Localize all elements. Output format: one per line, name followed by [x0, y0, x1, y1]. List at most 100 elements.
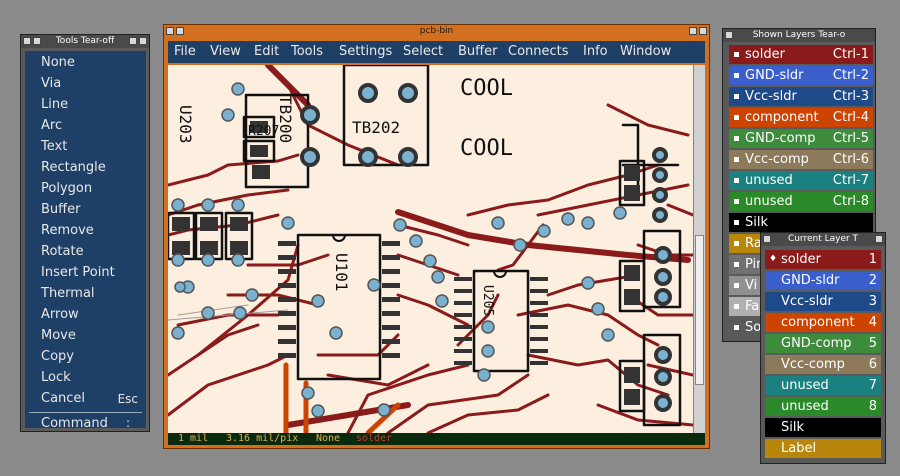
- menu-settings[interactable]: Settings: [339, 44, 393, 59]
- label-u101: U101: [332, 253, 351, 292]
- menu-view[interactable]: View: [210, 44, 241, 59]
- current-layer-unused[interactable]: unused 7: [765, 376, 881, 395]
- tool-item-buffer[interactable]: Buffer: [41, 202, 81, 217]
- maximize-icon[interactable]: [129, 37, 137, 45]
- current-layer-name: unused: [781, 399, 829, 414]
- current-layer-number: 6: [868, 357, 877, 372]
- layer-shortcut: Ctrl-3: [832, 89, 869, 104]
- current-layer-name: solder: [781, 252, 821, 267]
- layer-visible-icon: [734, 178, 739, 183]
- menu-select[interactable]: Select: [403, 44, 444, 59]
- pcb-canvas[interactable]: U203 TB202 TB200 R207 COOL COOL U101 U20…: [168, 65, 693, 433]
- layer-visible-icon: [734, 220, 739, 225]
- tool-item-line[interactable]: Line: [41, 97, 69, 112]
- main-window: pcb-bin File View Edit Tools Settings Select B…: [163, 24, 710, 449]
- layer-name: Vcc-sldr: [745, 89, 797, 104]
- layer-name: solder: [745, 47, 785, 62]
- pcb-drawing[interactable]: U203 TB202 TB200 R207 COOL COOL U101 U20…: [168, 65, 693, 433]
- current-layer-unused[interactable]: unused 8: [765, 397, 881, 416]
- tool-item-rectangle[interactable]: Rectangle: [41, 160, 106, 175]
- current-layer-silk[interactable]: Silk: [765, 418, 881, 437]
- close-icon[interactable]: [699, 27, 707, 35]
- tool-item-arrow[interactable]: Arrow: [41, 307, 79, 322]
- maximize-icon[interactable]: [689, 27, 697, 35]
- tool-item-arc[interactable]: Arc: [41, 118, 63, 133]
- tool-item-insert-point[interactable]: Insert Point: [41, 265, 115, 280]
- current-layer-number: 5: [868, 336, 877, 351]
- menu-buffer[interactable]: Buffer: [458, 44, 498, 59]
- close-icon[interactable]: [139, 37, 147, 45]
- tool-item-lock[interactable]: Lock: [41, 370, 71, 385]
- current-layer-titlebar[interactable]: Current Layer T: [761, 233, 885, 246]
- current-layer-gnd-comp[interactable]: GND-comp 5: [765, 334, 881, 353]
- layer-name: Ra: [745, 236, 762, 251]
- current-layer-number: 7: [868, 378, 877, 393]
- current-layer-label[interactable]: Label: [765, 439, 881, 458]
- tool-item-text[interactable]: Text: [41, 139, 68, 154]
- tool-item-command[interactable]: Command: [41, 416, 108, 431]
- tools-titlebar[interactable]: Tools Tear-off: [21, 35, 149, 48]
- tool-item-polygon[interactable]: Polygon: [41, 181, 93, 196]
- tool-item-via[interactable]: Via: [41, 76, 62, 91]
- window-menu-icon[interactable]: [166, 27, 174, 35]
- window-menu-icon[interactable]: [725, 31, 733, 39]
- current-layer-name: GND-sldr: [781, 273, 840, 288]
- menu-connects[interactable]: Connects: [508, 44, 569, 59]
- layer-name: component: [745, 110, 819, 125]
- vertical-scroll-thumb[interactable]: [695, 235, 704, 385]
- label-u203: U203: [176, 105, 195, 144]
- layer-visible-icon: [734, 199, 739, 204]
- window-menu-icon[interactable]: [763, 235, 771, 243]
- current-layer-name: component: [781, 315, 855, 330]
- tool-item-copy[interactable]: Copy: [41, 349, 74, 364]
- layer-toggle-silk[interactable]: Silk: [729, 213, 873, 232]
- layer-shortcut: Ctrl-8: [832, 194, 869, 209]
- tool-item-move[interactable]: Move: [41, 328, 76, 343]
- current-layer-name: GND-comp: [781, 336, 852, 351]
- layer-name: GND-sldr: [745, 68, 804, 83]
- layer-toggle-gnd-sldr[interactable]: GND-sldr Ctrl-2: [729, 66, 873, 85]
- current-layer-name: unused: [781, 378, 829, 393]
- tool-item-none[interactable]: None: [41, 55, 75, 70]
- layer-visible-icon: [734, 94, 739, 99]
- layer-name: Silk: [745, 215, 769, 230]
- tool-item-cancel[interactable]: Cancel: [41, 391, 86, 406]
- layer-shortcut: Ctrl-2: [832, 68, 869, 83]
- shown-layers-titlebar[interactable]: Shown Layers Tear-o: [723, 29, 875, 42]
- main-titlebar[interactable]: pcb-bin: [164, 25, 709, 38]
- current-layer-number: 8: [868, 399, 877, 414]
- menu-edit[interactable]: Edit: [254, 44, 280, 59]
- layer-shortcut: Ctrl-7: [832, 173, 869, 188]
- tool-item-remove[interactable]: Remove: [41, 223, 94, 238]
- menu-window[interactable]: Window: [620, 44, 672, 59]
- tool-item-rotate[interactable]: Rotate: [41, 244, 84, 259]
- close-icon[interactable]: [875, 235, 883, 243]
- menu-tools[interactable]: Tools: [291, 44, 324, 59]
- menu-file[interactable]: File: [174, 44, 196, 59]
- layer-visible-icon: [734, 157, 739, 162]
- status-zoom: 3.16 mil/pix: [226, 433, 299, 444]
- layer-name: Vcc-comp: [745, 152, 809, 167]
- minimize-icon[interactable]: [33, 37, 41, 45]
- layer-toggle-vcc-sldr[interactable]: Vcc-sldr Ctrl-3: [729, 87, 873, 106]
- label-tb202: TB202: [352, 118, 400, 137]
- tool-item-thermal[interactable]: Thermal: [41, 286, 95, 301]
- window-menu-icon[interactable]: [23, 37, 31, 45]
- menu-info[interactable]: Info: [583, 44, 608, 59]
- current-layer-name: Label: [781, 441, 817, 456]
- vertical-scrollbar[interactable]: [694, 65, 705, 433]
- minimize-icon[interactable]: [176, 27, 184, 35]
